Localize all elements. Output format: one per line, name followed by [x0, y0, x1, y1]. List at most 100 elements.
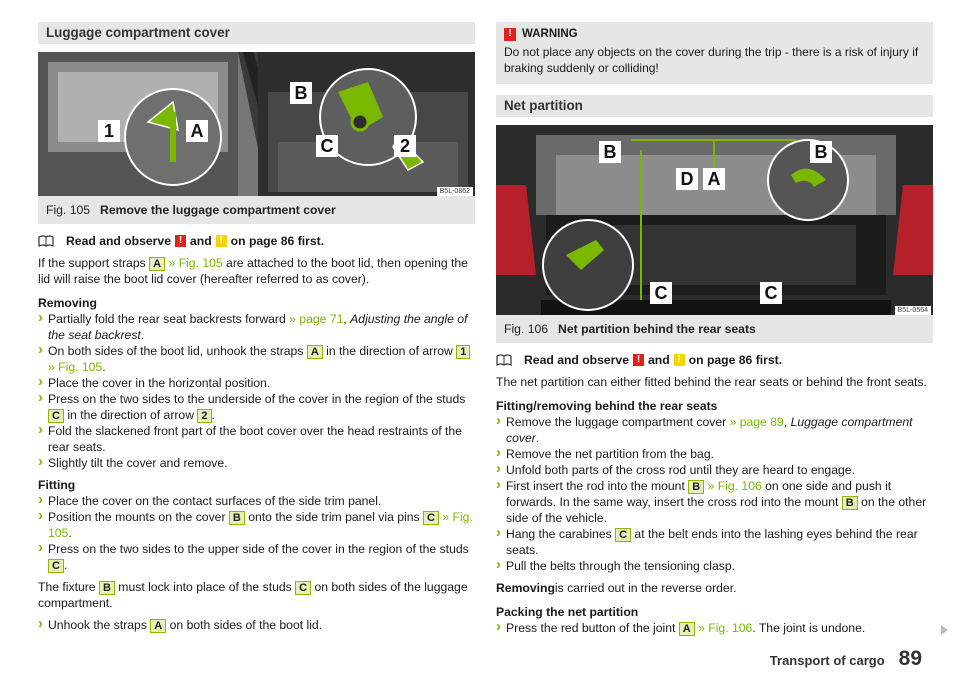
step-text: Adjusting the angle of the seat backrest [48, 312, 468, 342]
list-item: First insert the rod into the mount B » … [496, 477, 933, 526]
cross-ref-link[interactable]: » Fig. 105 [48, 360, 103, 374]
callout-b: B [290, 82, 312, 104]
step-text: Place the cover in the horizontal positi… [48, 376, 271, 390]
callout-c-2: C [760, 282, 782, 304]
right-column: ! WARNING Do not place any objects on th… [496, 22, 933, 636]
list-item: Remove the net partition from the bag. [496, 445, 933, 462]
read-observe-note: Read and observe ! and ! on page 86 firs… [38, 233, 475, 249]
read-observe-text: Read and observe [524, 353, 629, 367]
step-text: First insert the rod into the mount [506, 479, 689, 493]
section-title-luggage-cover: Luggage compartment cover [38, 22, 475, 44]
step-text: in the direction of arrow [322, 344, 457, 358]
figure-number: Fig. 105 [46, 203, 91, 217]
fitting-steps: Place the cover on the contact surfaces … [38, 492, 475, 573]
cross-ref-link[interactable]: » Fig. 106 [698, 621, 753, 635]
list-item: Place the cover in the horizontal positi… [38, 374, 475, 391]
figure-code: B5L-0564 [894, 306, 931, 315]
step-text: at the belt ends into the lashing eyes b… [506, 527, 918, 557]
removing-heading: Removing [38, 296, 97, 310]
step-text: Press on the two sides to the underside … [48, 392, 466, 406]
callout-c: C [316, 135, 338, 157]
callout-1: 1 [98, 120, 120, 142]
step-text: Unhook the straps [48, 618, 151, 632]
ref-box: B [98, 581, 115, 595]
ref-box: B [841, 496, 858, 510]
packing-heading: Packing the net partition [496, 605, 639, 619]
step-text: on one side and push it forwards. In the… [506, 479, 892, 509]
ref-box: A [150, 619, 167, 633]
net-pack-steps: Press the red button of the joint A » Fi… [496, 619, 933, 636]
ref-box: 1 [456, 345, 471, 359]
step-text: Luggage compartment cover [506, 415, 913, 445]
warning-icon: ! [175, 235, 186, 247]
note-icon: ! [215, 235, 227, 247]
step-text: must lock into place of the studs [114, 580, 296, 594]
ref-box: C [423, 511, 439, 525]
continue-arrow-icon [941, 625, 948, 635]
step-text: Place the cover on the contact surfaces … [48, 494, 382, 508]
step-text: On both sides of the boot lid, unhook th… [48, 344, 307, 358]
list-item: Position the mounts on the cover B onto … [38, 508, 475, 541]
read-observe-page: on page 86 first. [688, 353, 783, 367]
step-text: on both sides of the boot lid. [166, 618, 323, 632]
ref-box: C [615, 528, 632, 542]
note-icon: ! [673, 354, 685, 366]
list-item: Pull the belts through the tensioning cl… [496, 557, 933, 574]
page-footer: Transport of cargo 89 [769, 648, 922, 669]
step-text: Position the mounts on the cover [48, 510, 229, 524]
step-text: Pull the belts through the tensioning cl… [506, 559, 736, 573]
fig-link[interactable]: » Fig. 105 [168, 256, 223, 270]
intro-paragraph: If the support straps A » Fig. 105 are a… [38, 255, 475, 287]
warning-icon: ! [633, 354, 644, 366]
list-item: On both sides of the boot lid, unhook th… [38, 342, 475, 375]
list-item: Hang the carabines C at the belt ends in… [496, 525, 933, 558]
net-fit-steps: Remove the luggage compartment cover » p… [496, 413, 933, 574]
step-text: Unfold both parts of the cross rod until… [506, 463, 855, 477]
read-observe-text: Read and observe [66, 234, 171, 248]
fitting-removing-heading: Fitting/removing behind the rear seats [496, 399, 718, 413]
step-text: . [63, 558, 68, 572]
callout-c: C [650, 282, 672, 304]
step-text: . [102, 360, 106, 374]
list-item: Unfold both parts of the cross rod until… [496, 461, 933, 478]
step-text: . The joint is undone. [752, 621, 866, 635]
list-item: Fold the slackened front part of the boo… [38, 422, 475, 455]
step-text: . [68, 526, 72, 540]
cross-ref-link[interactable]: » Fig. 106 [707, 479, 762, 493]
book-icon [38, 235, 54, 247]
step-text: in the direction of arrow [63, 408, 198, 422]
step-text: on both sides of the luggage compartment… [38, 580, 468, 610]
list-item: Press on the two sides to the upper side… [38, 540, 475, 573]
figure-code: B5L-0862 [436, 187, 473, 196]
list-item: Press the red button of the joint A » Fi… [496, 619, 933, 636]
cross-ref-link[interactable]: » page 71 [289, 312, 344, 326]
callout-a: A [703, 168, 725, 190]
read-observe-and: and [190, 234, 212, 248]
figure-title: Remove the luggage compartment cover [100, 203, 336, 217]
step-text: , [343, 312, 351, 326]
figure-title: Net partition behind the rear seats [558, 322, 756, 336]
step-text: . [535, 431, 540, 445]
callout-d: D [676, 168, 698, 190]
ref-box: B [228, 511, 245, 525]
figure-105-caption: Fig. 105 Remove the luggage compartment c… [38, 196, 475, 224]
footer-section: Transport of cargo [769, 653, 885, 668]
step-text: Hang the carabines [506, 527, 616, 541]
callout-b: B [599, 141, 621, 163]
warning-text: Do not place any objects on the cover du… [504, 45, 919, 75]
ref-box-a: A [149, 257, 166, 271]
fixture-paragraph: The fixture B must lock into place of th… [38, 579, 475, 611]
ref-box: A [306, 345, 323, 359]
callout-a: A [186, 120, 208, 142]
figure-105-illustration [38, 52, 475, 196]
removing-steps: Partially fold the rear seat backrests f… [38, 310, 475, 471]
step-text: onto the side trim panel via pins [244, 510, 424, 524]
cross-ref-link[interactable]: » page 89 [729, 415, 784, 429]
ref-box: B [688, 480, 705, 494]
intro-text-2: are attached to the boot lid, then openi… [38, 256, 468, 286]
cross-ref-link[interactable]: » Fig. 105 [48, 510, 473, 540]
fitting-heading: Fitting [38, 478, 76, 492]
figure-105-image: 1 A B C 2 B5L-0862 [38, 52, 475, 196]
net-intro-paragraph: The net partition can either fitted behi… [496, 375, 927, 389]
